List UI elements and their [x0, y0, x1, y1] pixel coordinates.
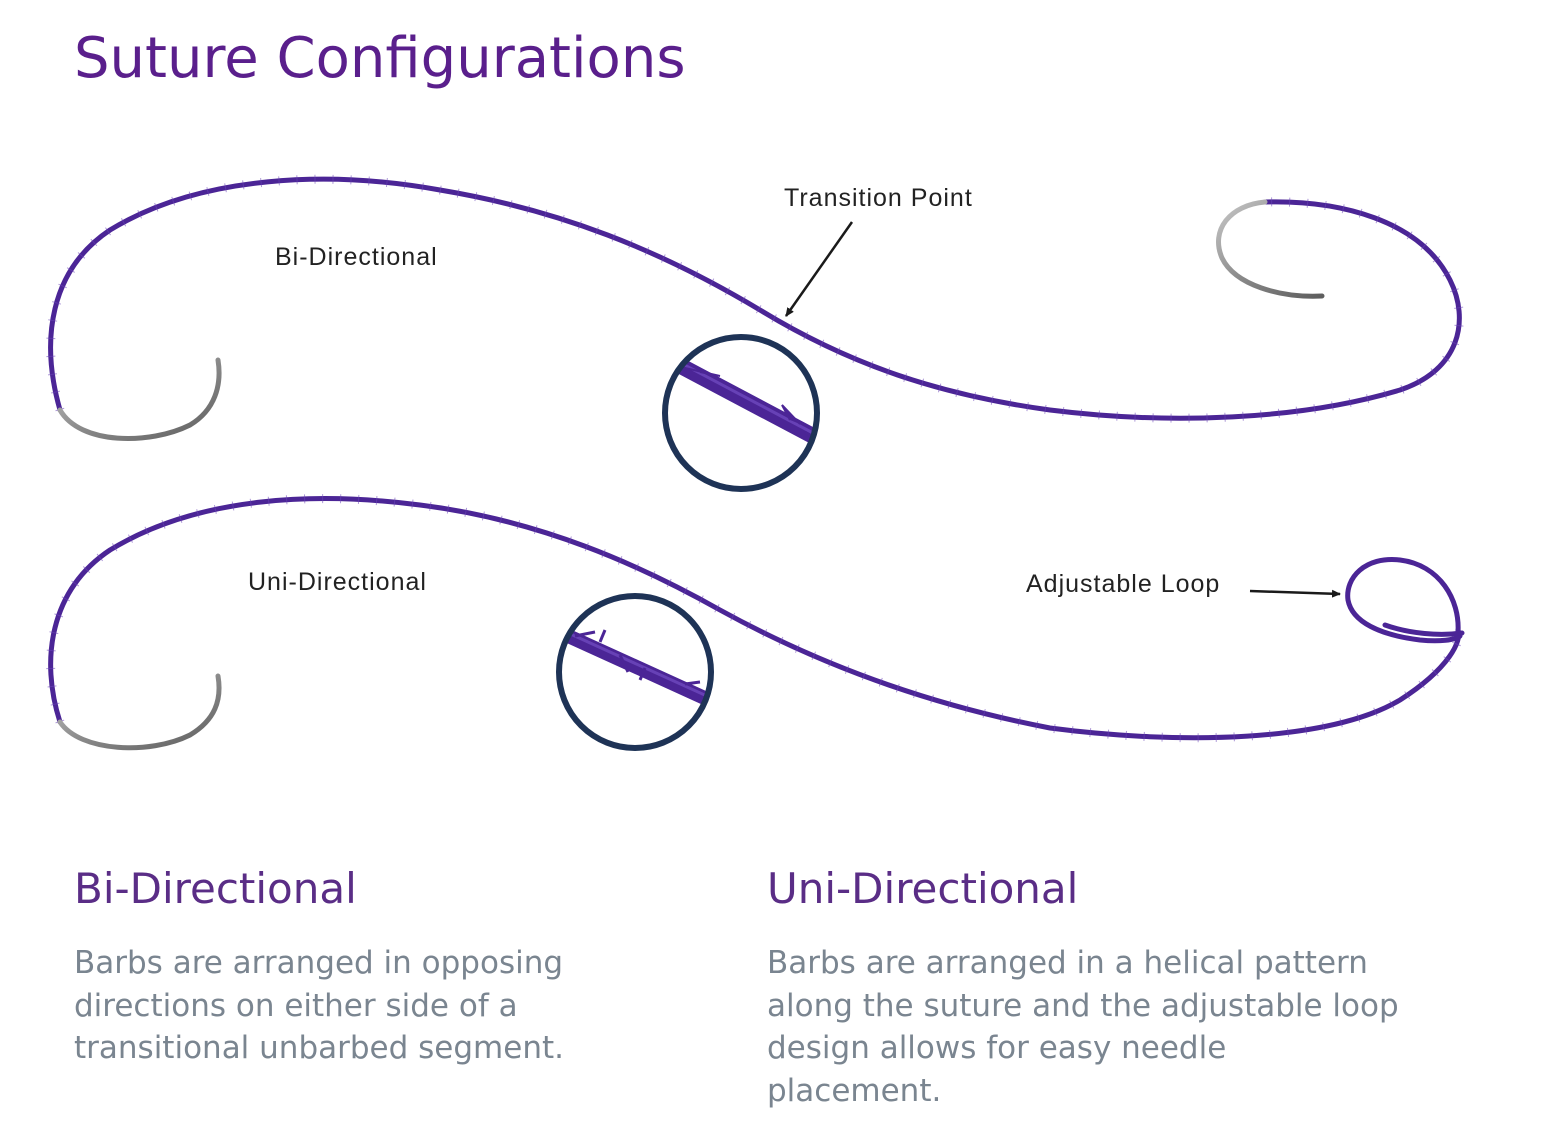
uni-directional-left-needle — [57, 673, 222, 751]
magnifier-ring — [662, 334, 820, 492]
magnifier-ring — [556, 593, 714, 751]
suture-diagram — [46, 174, 1465, 751]
uni-directional-magnifier — [556, 593, 714, 751]
uni-directional-label: Uni-Directional — [248, 568, 427, 596]
adjustable-loop — [1345, 557, 1463, 644]
bi-directional-thread — [48, 176, 1462, 421]
uni-directional-suture — [46, 494, 1465, 751]
bi-directional-right-needle — [1216, 199, 1325, 299]
adjustable-loop-label: Adjustable Loop — [1026, 570, 1221, 598]
uni-directional-barbs — [46, 494, 1464, 743]
bi-directional-description: Barbs are arranged in opposing direction… — [74, 945, 564, 1066]
bi-directional-heading: Bi-Directional — [74, 864, 357, 913]
transition-point-label: Transition Point — [784, 184, 973, 212]
bi-directional-magnifier — [662, 334, 820, 492]
uni-directional-heading: Uni-Directional — [767, 864, 1079, 913]
loop-tail — [1382, 622, 1465, 637]
bi-directional-suture — [46, 174, 1464, 441]
transition-point-arrow — [784, 221, 854, 317]
bi-directional-label: Bi-Directional — [275, 243, 438, 271]
adjustable-loop-arrow — [1249, 589, 1341, 598]
bi-directional-left-needle — [57, 357, 222, 441]
uni-directional-thread — [48, 496, 1462, 741]
uni-directional-description: Barbs are arranged in a helical pattern … — [767, 945, 1399, 1109]
page-title: Suture Configurations — [74, 26, 686, 91]
